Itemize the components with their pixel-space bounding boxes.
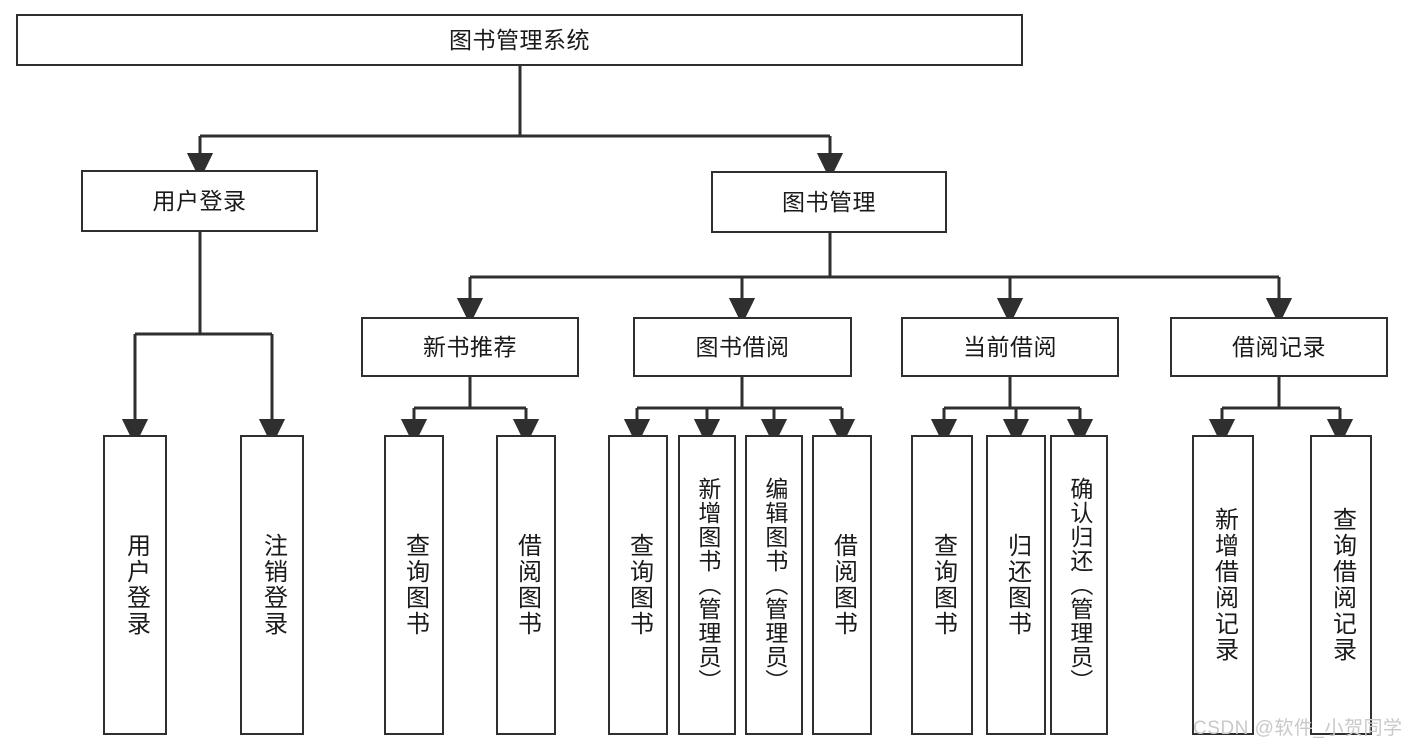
node-label: 新书推荐	[423, 333, 517, 360]
leaf-query-book-borrow[interactable]: 查询图书	[608, 435, 668, 735]
node-user-login[interactable]: 用户登录	[81, 170, 318, 232]
node-label: 当前借阅	[963, 333, 1057, 360]
node-label: 新增借阅记录	[1210, 507, 1238, 663]
node-label: 借阅图书	[513, 533, 541, 637]
node-label: 注销登录	[259, 533, 287, 637]
node-label: 图书管理	[782, 188, 876, 215]
node-label: 查询借阅记录	[1328, 507, 1356, 663]
node-label: 确认归还（管理员）	[1066, 477, 1093, 693]
node-label: 用户登录	[122, 533, 150, 637]
node-root-system[interactable]: 图书管理系统	[16, 14, 1023, 66]
leaf-confirm-return-admin[interactable]: 确认归还（管理员）	[1050, 435, 1108, 735]
leaf-query-book-current[interactable]: 查询图书	[911, 435, 973, 735]
leaf-logout[interactable]: 注销登录	[240, 435, 304, 735]
leaf-edit-book-admin[interactable]: 编辑图书（管理员）	[745, 435, 803, 735]
node-label: 编辑图书（管理员）	[761, 477, 788, 693]
node-label: 新增图书（管理员）	[694, 477, 721, 693]
node-label: 归还图书	[1003, 533, 1031, 637]
leaf-borrow-book[interactable]: 借阅图书	[812, 435, 872, 735]
node-book-management[interactable]: 图书管理	[711, 171, 947, 233]
leaf-add-borrow-record[interactable]: 新增借阅记录	[1192, 435, 1254, 735]
leaf-query-book-new[interactable]: 查询图书	[384, 435, 444, 735]
node-label: 借阅记录	[1232, 333, 1326, 360]
node-label: 查询图书	[929, 533, 957, 637]
node-label: 用户登录	[152, 187, 247, 214]
node-label: 查询图书	[401, 533, 429, 637]
leaf-user-login[interactable]: 用户登录	[103, 435, 167, 735]
leaf-query-borrow-record[interactable]: 查询借阅记录	[1310, 435, 1372, 735]
leaf-return-book[interactable]: 归还图书	[986, 435, 1046, 735]
leaf-add-book-admin[interactable]: 新增图书（管理员）	[678, 435, 736, 735]
node-book-borrow[interactable]: 图书借阅	[633, 317, 852, 377]
watermark: CSDN @软件_小贺同学	[1193, 718, 1403, 739]
node-label: 查询图书	[625, 533, 653, 637]
node-label: 借阅图书	[829, 533, 857, 637]
node-new-book-recommend[interactable]: 新书推荐	[361, 317, 579, 377]
node-borrow-records[interactable]: 借阅记录	[1170, 317, 1388, 377]
node-current-borrow[interactable]: 当前借阅	[901, 317, 1119, 377]
leaf-borrow-book-new[interactable]: 借阅图书	[496, 435, 556, 735]
node-label: 图书管理系统	[449, 26, 590, 53]
node-label: 图书借阅	[695, 333, 790, 360]
